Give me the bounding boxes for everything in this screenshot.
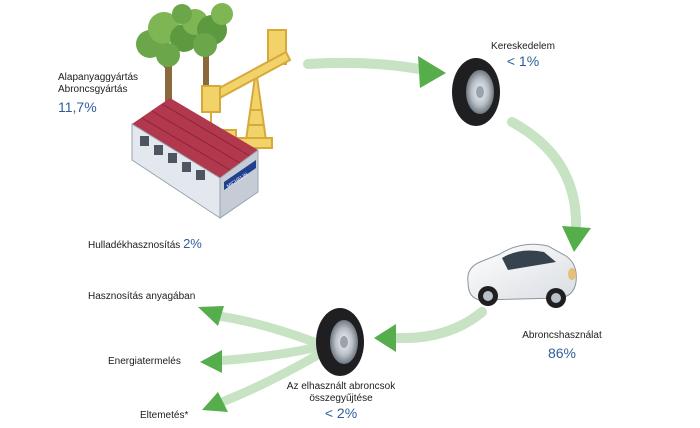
usage-percent: 86% [547, 345, 577, 361]
collection-label-line2: összegyűjtése [309, 393, 373, 404]
recovery-percent: 2% [183, 236, 202, 251]
outcome-energy: Energiatermelés [108, 356, 181, 367]
production-percent: 11,7% [58, 99, 97, 115]
outcome-material: Hasznosítás anyagában [88, 291, 196, 302]
usage-label: Abroncshasználat 86% [512, 330, 612, 361]
recovery-label-text: Hulladékhasznosítás [88, 240, 181, 251]
trees-illustration [136, 3, 233, 108]
flow-arrow-trade-to-usage [507, 117, 591, 252]
flow-arrow-to-material [198, 306, 319, 347]
car-illustration [467, 243, 577, 308]
flow-arrow-to-disposal [202, 351, 321, 412]
production-label-line1: Alapanyaggyártás [58, 72, 139, 83]
production-label: Alapanyaggyártás Abroncsgyártás 11,7% [58, 72, 138, 115]
factory-illustration: MICHELIN [131, 98, 259, 219]
recovery-label: Hulladékhasznosítás 2% [88, 236, 202, 252]
outcome-disposal: Eltemetés* [140, 410, 189, 421]
trade-label: Kereskedelem < 1% [488, 41, 558, 69]
flow-arrow-usage-to-collection [374, 307, 487, 352]
collection-percent: < 2% [324, 405, 358, 421]
tyre-icon-trade [452, 58, 500, 126]
collection-label-line1: Az elhasznált abroncsok [286, 381, 396, 392]
collection-label: Az elhasznált abroncsok összegyűjtése < … [280, 381, 402, 421]
production-label-line2: Abroncsgyártás [58, 84, 128, 95]
flow-arrow-to-energy [200, 343, 319, 373]
trade-percent: < 1% [506, 53, 540, 69]
usage-label-text: Abroncshasználat [522, 330, 602, 341]
trade-label-text: Kereskedelem [491, 41, 555, 52]
flow-arrow-production-to-trade [303, 56, 446, 88]
tyre-icon-collection [316, 308, 364, 376]
